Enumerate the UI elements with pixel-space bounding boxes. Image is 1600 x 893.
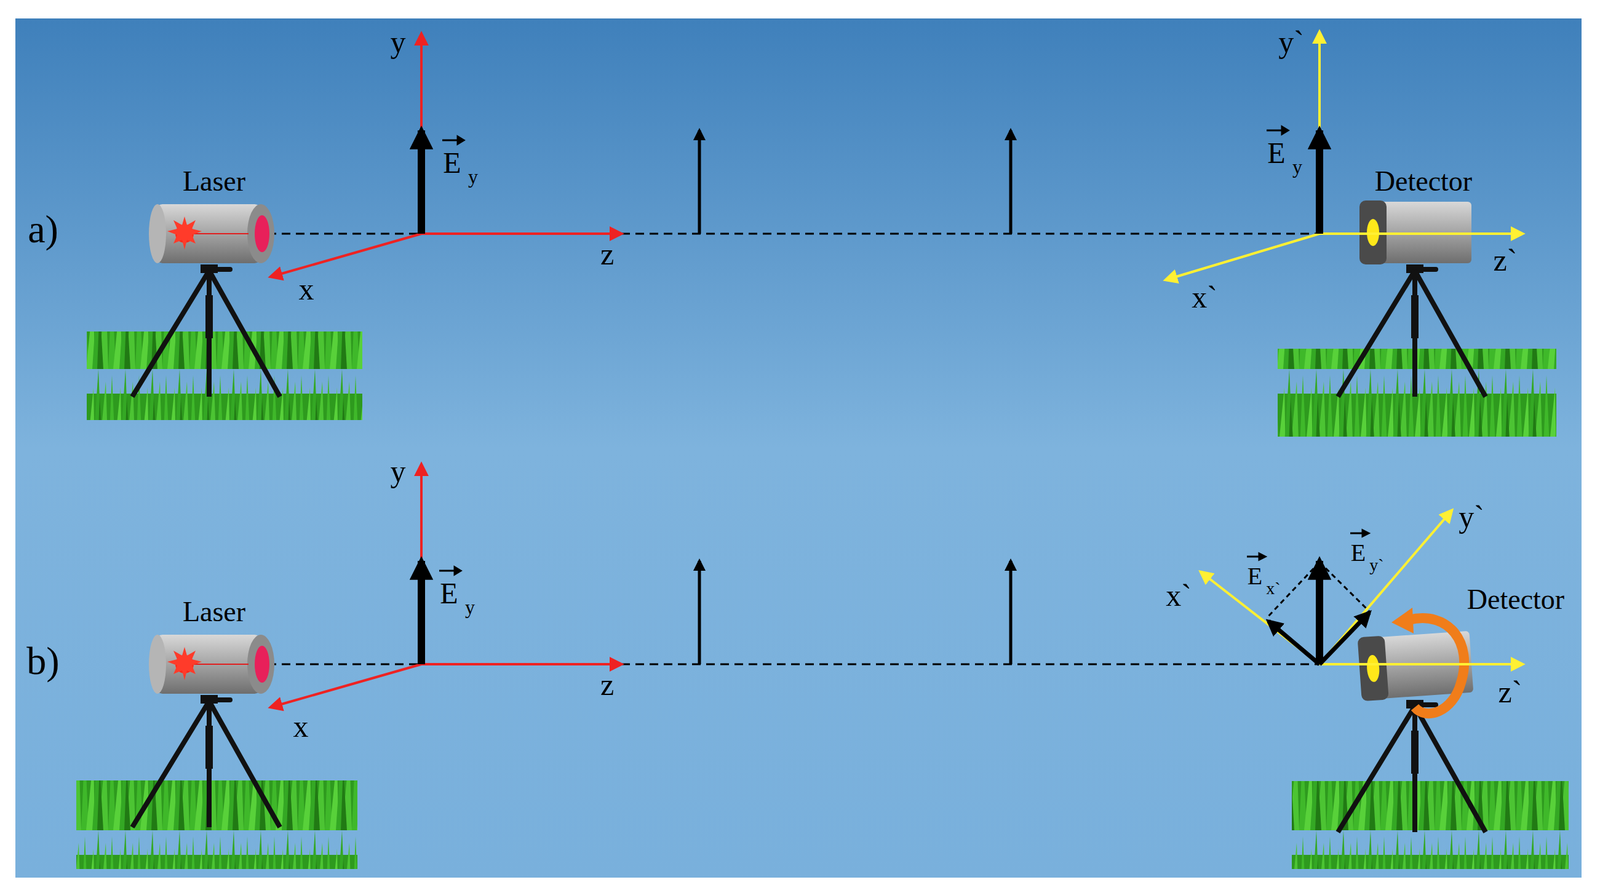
device-label: Detector [1467,585,1565,614]
device-label: Laser [182,597,246,627]
panel-letter: a) [27,209,59,250]
field-symbol: E [442,148,461,178]
axis-label: y [390,455,406,487]
field-subscript: y [465,597,475,617]
axis-label: y` [1458,501,1485,533]
panel-letter: b) [26,641,60,681]
axis-label: y [390,26,406,58]
field-subscript: y [468,166,478,187]
axis-label: z` [1498,676,1523,708]
axis-label: x [293,711,309,742]
axis-label: z [600,669,614,701]
device-label: Detector [1374,167,1473,196]
field-subscript: y [1292,156,1303,177]
axis-label: z` [1493,244,1518,276]
axis-label: y` [1278,26,1305,58]
field-symbol: E [1350,540,1366,566]
axis-label: x [298,273,315,305]
axis-label: x` [1191,281,1218,313]
field-subscript: y` [1369,556,1384,574]
axis-label: z [600,238,614,270]
axis-label: x` [1165,580,1192,611]
field-symbol: E [1247,564,1263,589]
field-subscript: x` [1265,580,1281,598]
field-symbol: E [1267,138,1286,168]
device-label: Laser [182,167,246,196]
field-symbol: E [439,578,458,609]
